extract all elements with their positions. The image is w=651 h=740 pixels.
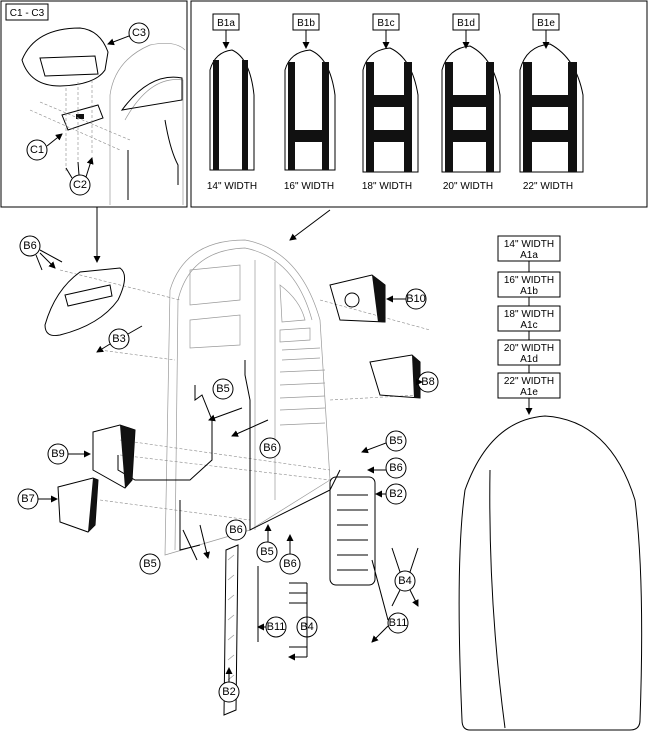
callout-b8: B8 bbox=[417, 371, 439, 393]
callout-b6-top: B6 bbox=[19, 235, 41, 257]
svg-text:20" WIDTH: 20" WIDTH bbox=[443, 181, 493, 192]
b2-strip-left bbox=[223, 544, 239, 716]
svg-text:B1e: B1e bbox=[537, 18, 555, 29]
variant-b1d: B1d 20" WIDTH bbox=[441, 13, 501, 192]
callout-b6-lowright: B6 bbox=[279, 553, 301, 575]
c3-headrest-shell bbox=[21, 27, 109, 87]
svg-text:B6: B6 bbox=[23, 240, 36, 252]
svg-text:B6: B6 bbox=[229, 524, 242, 536]
svg-text:18" WIDTH: 18" WIDTH bbox=[504, 309, 554, 320]
inset-right-pointer bbox=[289, 209, 331, 241]
svg-text:A1d: A1d bbox=[520, 354, 538, 365]
svg-text:B2: B2 bbox=[389, 488, 402, 500]
svg-text:22" WIDTH: 22" WIDTH bbox=[504, 376, 554, 387]
svg-text:A1b: A1b bbox=[520, 286, 538, 297]
inset-title: C1 - C3 bbox=[5, 3, 49, 21]
callout-b2-left: B2 bbox=[218, 681, 240, 703]
svg-text:B6: B6 bbox=[389, 462, 402, 474]
svg-text:16" WIDTH: 16" WIDTH bbox=[284, 181, 334, 192]
seat-back-panel bbox=[59, 239, 431, 556]
variant-b1c: B1c 18" WIDTH bbox=[362, 13, 419, 192]
back-cushion bbox=[458, 415, 643, 731]
svg-text:B1b: B1b bbox=[297, 18, 315, 29]
svg-text:B2: B2 bbox=[222, 686, 235, 698]
callout-b7: B7 bbox=[17, 488, 39, 510]
callout-b11-left: B11 bbox=[265, 616, 287, 638]
headrest-panel bbox=[120, 76, 183, 111]
svg-text:B9: B9 bbox=[51, 448, 64, 460]
svg-text:B11: B11 bbox=[389, 617, 408, 629]
variant-b1b: B1b 16" WIDTH bbox=[284, 13, 336, 192]
svg-text:B1a: B1a bbox=[217, 18, 235, 29]
svg-text:B6: B6 bbox=[263, 442, 276, 454]
callout-b6-right: B6 bbox=[385, 457, 407, 479]
callout-b5-left: B5 bbox=[139, 553, 161, 575]
callout-b10: B10 bbox=[405, 288, 427, 310]
main-callouts: B6 B3 B5 B6 B9 B7 B6 B5 B5 B6 B11 B4 B2 … bbox=[17, 235, 439, 703]
svg-text:B1d: B1d bbox=[457, 18, 475, 29]
variant-b1e: B1e 22" WIDTH bbox=[519, 13, 584, 192]
svg-text:22" WIDTH: 22" WIDTH bbox=[523, 181, 573, 192]
svg-text:B5: B5 bbox=[143, 558, 156, 570]
svg-text:14" WIDTH: 14" WIDTH bbox=[207, 181, 257, 192]
callout-b9: B9 bbox=[47, 443, 69, 465]
svg-text:B5: B5 bbox=[260, 546, 273, 558]
callout-b5-upper: B5 bbox=[212, 378, 234, 400]
svg-text:B7: B7 bbox=[21, 493, 34, 505]
variant-b1a: B1a 14" WIDTH bbox=[207, 13, 257, 192]
svg-text:B5: B5 bbox=[216, 383, 229, 395]
svg-text:B6: B6 bbox=[283, 558, 296, 570]
inset-c1-c3: C1 - C3 C3 C1 C2 bbox=[0, 0, 188, 208]
svg-text:B8: B8 bbox=[421, 376, 434, 388]
headrest-shell bbox=[44, 267, 125, 336]
inset-b1-variants: B1a 14" WIDTH B1b 16" WIDTH B1c 18" WIDT… bbox=[190, 0, 648, 208]
svg-text:16" WIDTH: 16" WIDTH bbox=[504, 275, 554, 286]
callout-c3: C3 bbox=[128, 22, 150, 44]
callout-c1: C1 bbox=[26, 139, 48, 161]
svg-text:A1a: A1a bbox=[520, 250, 538, 261]
svg-text:18" WIDTH: 18" WIDTH bbox=[362, 181, 412, 192]
callout-b11-right: B11 bbox=[387, 612, 409, 634]
svg-text:B1c: B1c bbox=[377, 18, 394, 29]
svg-text:C2: C2 bbox=[73, 179, 87, 191]
svg-text:C1: C1 bbox=[30, 144, 44, 156]
svg-text:C1 - C3: C1 - C3 bbox=[10, 8, 45, 19]
callout-b2-right: B2 bbox=[385, 483, 407, 505]
svg-text:B3: B3 bbox=[112, 333, 125, 345]
svg-text:B4: B4 bbox=[398, 575, 411, 587]
b2-plate-right bbox=[329, 476, 376, 586]
svg-text:B5: B5 bbox=[389, 435, 402, 447]
callout-c2: C2 bbox=[69, 174, 91, 196]
callout-b4-right: B4 bbox=[394, 570, 416, 592]
callout-b3: B3 bbox=[108, 328, 130, 350]
svg-text:A1e: A1e bbox=[520, 387, 538, 398]
callout-b6-low: B6 bbox=[225, 519, 247, 541]
svg-text:20" WIDTH: 20" WIDTH bbox=[504, 343, 554, 354]
cable bbox=[117, 385, 213, 481]
svg-text:B11: B11 bbox=[267, 621, 286, 633]
svg-text:B10: B10 bbox=[406, 293, 426, 305]
svg-text:14" WIDTH: 14" WIDTH bbox=[504, 239, 554, 250]
callout-b5-low: B5 bbox=[256, 541, 278, 563]
callout-b6-mid: B6 bbox=[259, 437, 281, 459]
svg-text:A1c: A1c bbox=[520, 320, 537, 331]
callout-b5-right: B5 bbox=[385, 430, 407, 452]
svg-text:C3: C3 bbox=[132, 27, 146, 39]
